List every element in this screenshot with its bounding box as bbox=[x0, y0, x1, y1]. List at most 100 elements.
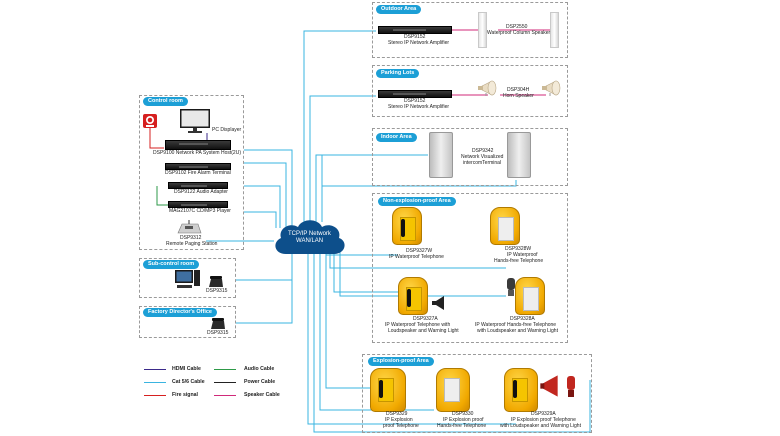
control-room-zone bbox=[139, 95, 244, 250]
legend-speaker-line bbox=[214, 395, 236, 396]
nonexplosion-title: Non-explosion-proof Area bbox=[378, 197, 456, 206]
horn-speaker-right bbox=[542, 80, 561, 96]
sub-control-zone bbox=[139, 258, 236, 298]
loudspeaker-icon bbox=[432, 296, 444, 310]
parking-amp-desc: Stereo IP Network Amplifier bbox=[388, 104, 450, 110]
indoor-zone bbox=[372, 128, 568, 186]
explosion-proof-horn-icon bbox=[540, 375, 558, 397]
cd-player-label: MAG2107C CD/MP3 Player bbox=[169, 208, 231, 214]
indoor-desc2: intercomTerminal bbox=[463, 160, 502, 166]
nonex-item1-model: DSP9327W bbox=[406, 248, 433, 254]
fire-terminal-device bbox=[165, 163, 231, 170]
indoor-title: Indoor Area bbox=[376, 133, 417, 142]
horn-speaker-left bbox=[478, 80, 497, 96]
nonex-item3-desc1: IP Waterproof Telephone with bbox=[385, 322, 451, 328]
nonex-item2-desc2: Hands-free Telephone bbox=[494, 258, 544, 264]
legend-power-label: Power Cable bbox=[244, 379, 276, 385]
ex-item2-desc2: Hands-free Telephone bbox=[437, 423, 487, 429]
explosion-proof-handsfree-telephone bbox=[436, 368, 470, 412]
fire-terminal-label: DSP9102 Fire Alarm Terminal bbox=[165, 170, 231, 176]
desk-phone-icon bbox=[209, 276, 223, 287]
handsfree-telephone-with-loudspeaker bbox=[515, 277, 545, 315]
legend-hdmi-label: HDMI Cable bbox=[172, 366, 201, 372]
nonex-item2-desc1: IP Waterproof bbox=[507, 252, 538, 258]
legend-audio-label: Audio Cable bbox=[244, 366, 275, 372]
legend-fire-label: Fire signal bbox=[172, 392, 198, 398]
outdoor-amp-model: DSP9152 bbox=[404, 34, 426, 40]
parking-zone bbox=[372, 65, 568, 117]
desk-phone-icon bbox=[211, 318, 225, 329]
intercom-terminal-left bbox=[429, 132, 453, 178]
network-cloud bbox=[275, 220, 345, 254]
legend-speaker-label: Speaker Cable bbox=[244, 392, 280, 398]
nonex-item2-model: DSP9328W bbox=[505, 246, 532, 252]
nonex-item4-model: DSP9328A bbox=[510, 316, 535, 322]
sub-control-title: Sub-control room bbox=[143, 260, 200, 269]
ex-item3-desc2: with Loudspeaker and Warning Light bbox=[500, 423, 581, 429]
director-office-title: Factory Director's Office bbox=[143, 308, 217, 317]
indoor-desc1: Network Visualized bbox=[461, 154, 504, 160]
outdoor-speaker-model: DSP2550 bbox=[506, 24, 528, 30]
director-office-zone bbox=[139, 306, 236, 338]
cloud-line1: TCP/IP Network bbox=[288, 231, 331, 237]
paging-station-model: DSP9312 bbox=[180, 235, 202, 241]
control-room-title: Control room bbox=[143, 97, 188, 106]
outdoor-title: Outdoor Area bbox=[376, 5, 422, 14]
explosion-zone bbox=[362, 354, 592, 433]
director-phone-label: DSP9315 bbox=[207, 330, 229, 336]
ex-item1-model: DSP9329 bbox=[386, 411, 408, 417]
ex-item2-desc1: IP Explosion proof bbox=[443, 417, 484, 423]
nonex-item4-desc2: with Loudspeaker and Warning Light bbox=[477, 328, 558, 334]
waterproof-telephone bbox=[392, 207, 422, 245]
parking-title: Parking Lots bbox=[376, 69, 420, 78]
pa-host-label: DSP9100 Network PA System Host(2U) bbox=[153, 150, 241, 156]
indoor-model: DSP9342 bbox=[472, 148, 494, 154]
parking-amplifier bbox=[378, 90, 452, 98]
ex-item1-desc1: IP Explosion bbox=[385, 417, 413, 423]
legend-cat-label: Cat 5/6 Cable bbox=[172, 379, 205, 385]
nonexplosion-zone bbox=[372, 193, 568, 343]
outdoor-zone bbox=[372, 2, 568, 58]
legend-cat-line bbox=[144, 382, 166, 383]
fire-alarm-icon bbox=[143, 114, 157, 128]
explosion-proof-telephone-with-loudspeaker bbox=[504, 368, 538, 412]
parking-speaker-model: DSP304H bbox=[507, 87, 530, 93]
ex-item1-desc2: proof Telephone bbox=[383, 423, 419, 429]
legend-audio-line bbox=[214, 369, 236, 370]
warning-light-icon bbox=[567, 376, 575, 397]
ex-item2-model: DSP9330 bbox=[452, 411, 474, 417]
parking-speaker-desc: Horn Speaker bbox=[503, 93, 534, 99]
cd-player-device bbox=[168, 201, 228, 208]
ex-item3-model: DSP9329A bbox=[531, 411, 556, 417]
nonex-item1-desc1: IP Waterproof Telephone bbox=[389, 254, 444, 260]
ex-item3-desc1: IP Explosion proof Telephone bbox=[511, 417, 576, 423]
legend-fire-line bbox=[144, 395, 166, 396]
column-speaker-right bbox=[550, 12, 559, 48]
audio-adapter-device bbox=[168, 182, 228, 189]
computer-icon bbox=[175, 270, 200, 288]
warning-light-icon bbox=[507, 278, 515, 296]
pc-monitor-icon bbox=[180, 109, 210, 133]
explosion-title: Explosion-proof Area bbox=[368, 357, 434, 366]
explosion-proof-telephone bbox=[370, 368, 406, 412]
outdoor-speaker-desc: Waterproof Column Speaker bbox=[487, 30, 551, 36]
audio-adapter-label: DSP9122 Audio Adapter bbox=[174, 189, 228, 195]
column-speaker-left bbox=[478, 12, 487, 48]
pc-displayer-label: PC Displayer bbox=[212, 127, 242, 133]
legend-power-line bbox=[214, 382, 236, 383]
nonex-item4-desc1: IP Waterproof Hands-free Telephone bbox=[475, 322, 557, 328]
parking-amp-model: DSP9152 bbox=[404, 98, 426, 104]
handsfree-telephone bbox=[490, 207, 520, 245]
pa-host-device bbox=[165, 140, 231, 150]
legend-hdmi-line bbox=[144, 369, 166, 370]
nonex-item3-desc2: Loudspeaker and Warning Light bbox=[388, 328, 459, 334]
sub-control-phone-label: DSP9315 bbox=[206, 288, 228, 294]
nonex-item3-model: DSP9327A bbox=[413, 316, 438, 322]
paging-station-icon bbox=[177, 220, 202, 234]
outdoor-amp-desc: Stereo IP Network Amplifier bbox=[388, 40, 450, 46]
telephone-with-loudspeaker bbox=[398, 277, 428, 315]
cloud-line2: WAN/LAN bbox=[296, 238, 324, 244]
intercom-terminal-right bbox=[507, 132, 531, 178]
paging-station-label: Remote Paging Station bbox=[166, 241, 218, 247]
